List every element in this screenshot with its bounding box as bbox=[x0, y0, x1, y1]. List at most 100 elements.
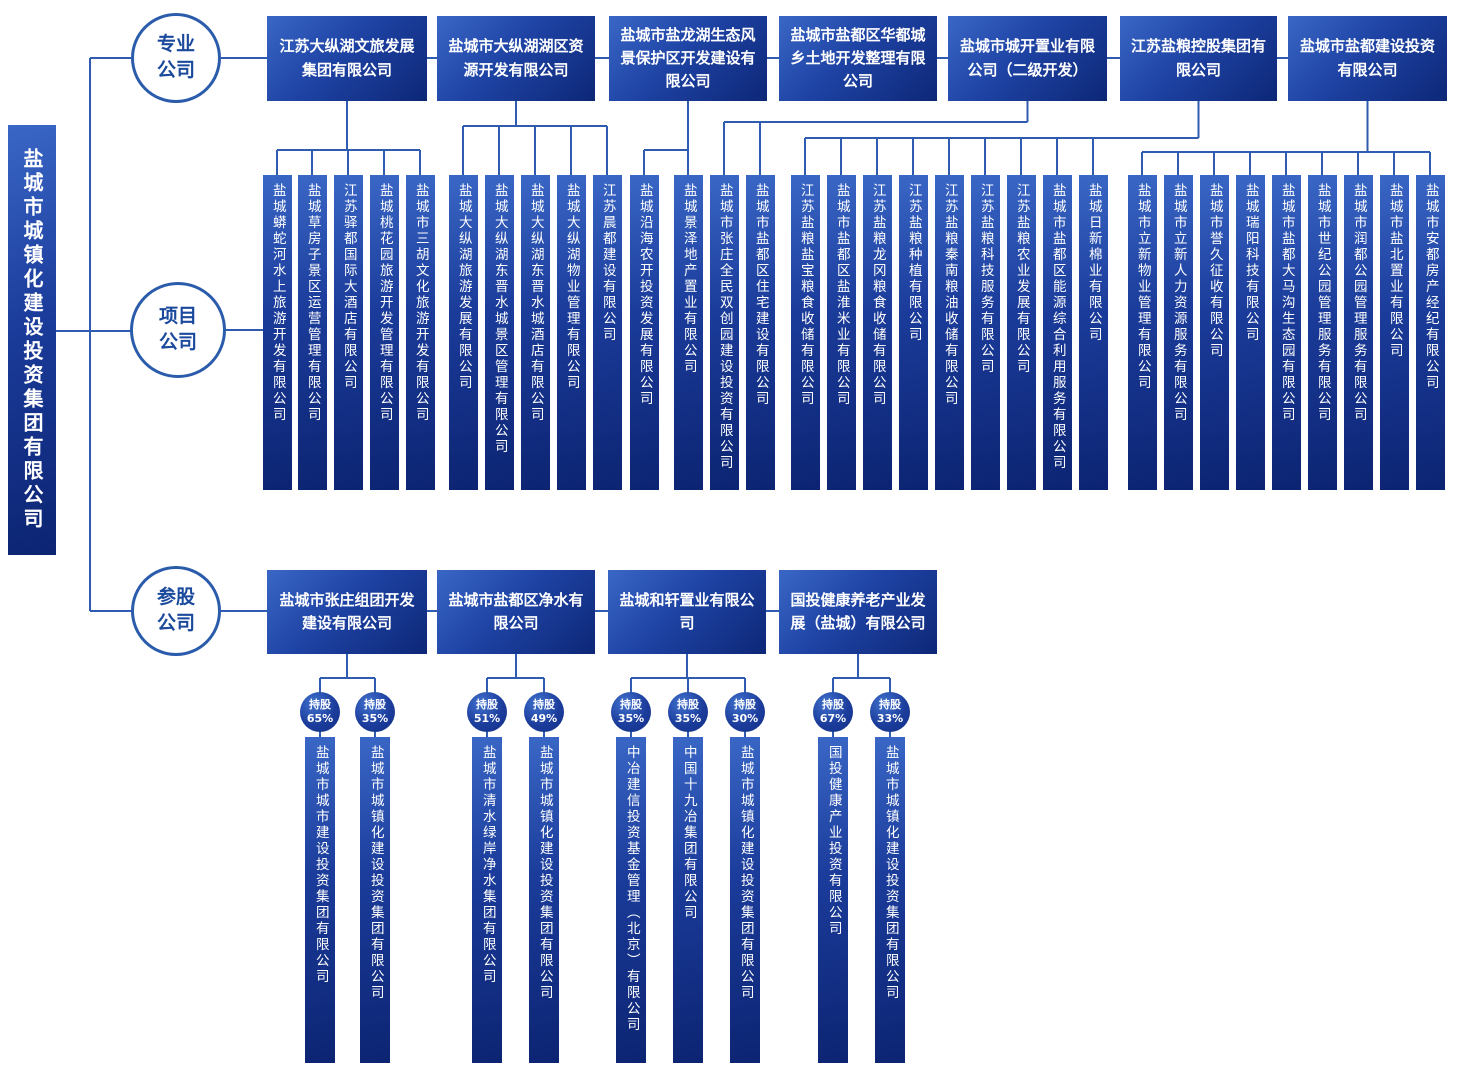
company-name: 盐城草房子景区运营管理有限公司 bbox=[304, 183, 321, 423]
company-name: 江苏驿都国际大酒店有限公司 bbox=[340, 183, 357, 391]
company-name: 盐城市盐都区住宅建设有限公司 bbox=[752, 183, 769, 407]
company-name: 盐城市张庄全民双创园建设投资有限公司 bbox=[716, 183, 733, 471]
company-name: 盐城市城开置业有限公司（二级开发） bbox=[959, 37, 1095, 79]
project-company-bar: 盐城日新棉业有限公司 bbox=[1078, 175, 1108, 490]
company-name: 盐城市盐都区能源综合利用服务有限公司 bbox=[1049, 183, 1066, 471]
project-company-bar: 盐城大纵湖东晋水城景区管理有限公司 bbox=[484, 175, 514, 490]
project-company-bar: 盐城市立新人力资源服务有限公司 bbox=[1163, 175, 1193, 490]
project-company-bar: 盐城桃花园旅游开发管理有限公司 bbox=[369, 175, 399, 490]
project-company-bar: 江苏盐粮种植有限公司 bbox=[898, 175, 928, 490]
shareholder-company-bar: 盐城市城镇化建设投资集团有限公司 bbox=[875, 737, 905, 1063]
connector-path bbox=[56, 57, 1431, 737]
company-name: 盐城市润都公园管理服务有限公司 bbox=[1350, 183, 1367, 423]
stake-prefix: 持股 bbox=[476, 698, 498, 712]
stake-prefix: 持股 bbox=[822, 698, 844, 712]
project-company-bar: 盐城市盐都区盐淮米业有限公司 bbox=[826, 175, 856, 490]
company-name: 盐城市盐都区盐淮米业有限公司 bbox=[833, 183, 850, 407]
company-name: 盐城景泽地产置业有限公司 bbox=[680, 183, 697, 375]
company-name: 盐城市城镇化建设投资集团有限公司 bbox=[536, 745, 553, 1001]
project-company-bar: 盐城大纵湖东晋水城酒店有限公司 bbox=[520, 175, 550, 490]
stake-value: 65% bbox=[306, 712, 334, 725]
stake-prefix: 持股 bbox=[364, 698, 386, 712]
company-name: 江苏晨都建设有限公司 bbox=[599, 183, 616, 343]
project-company-bar: 盐城市立新物业管理有限公司 bbox=[1127, 175, 1157, 490]
stake-value: 49% bbox=[530, 712, 558, 725]
company-name: 江苏盐粮控股集团有限公司 bbox=[1130, 37, 1266, 79]
shareholder-company-bar: 盐城市城镇化建设投资集团有限公司 bbox=[360, 737, 390, 1063]
project-company-bar: 盐城市张庄全民双创园建设投资有限公司 bbox=[709, 175, 739, 490]
company-name: 盐城瑞阳科技有限公司 bbox=[1242, 183, 1259, 343]
project-company-bar: 盐城市誉久征收有限公司 bbox=[1199, 175, 1229, 490]
project-company-bar: 江苏盐粮龙冈粮食收储有限公司 bbox=[862, 175, 892, 490]
project-company-bar: 盐城市盐都区住宅建设有限公司 bbox=[745, 175, 775, 490]
company-name: 盐城沿海农开投资发展有限公司 bbox=[636, 183, 653, 407]
category-circle-professional: 专业公司 bbox=[131, 13, 221, 103]
stake-prefix: 持股 bbox=[734, 698, 756, 712]
company-name: 盐城大纵湖旅游发展有限公司 bbox=[455, 183, 472, 391]
company-name: 盐城市城镇化建设投资集团有限公司 bbox=[737, 745, 754, 1001]
shareholder-company-bar: 盐城市城市建设投资集团有限公司 bbox=[305, 737, 335, 1063]
project-company-bar: 盐城市盐北置业有限公司 bbox=[1379, 175, 1409, 490]
company-name: 盐城市安都房产经纪有限公司 bbox=[1422, 183, 1439, 391]
professional-company-box: 盐城市城开置业有限公司（二级开发） bbox=[948, 16, 1107, 101]
company-name: 盐城日新棉业有限公司 bbox=[1085, 183, 1102, 343]
company-name: 盐城市立新人力资源服务有限公司 bbox=[1170, 183, 1187, 423]
shareholding-company-box: 国投健康养老产业发展（盐城）有限公司 bbox=[779, 570, 937, 654]
professional-company-box: 江苏大纵湖文旅发展集团有限公司 bbox=[267, 16, 427, 101]
project-company-bar: 江苏晨都建设有限公司 bbox=[592, 175, 622, 490]
stake-value: 67% bbox=[819, 712, 847, 725]
company-name: 盐城市大纵湖湖区资源开发有限公司 bbox=[448, 37, 584, 79]
company-name: 中冶建信投资基金管理（北京）有限公司 bbox=[623, 745, 640, 1033]
professional-company-box: 盐城市盐都区华都城乡土地开发整理有限公司 bbox=[779, 16, 937, 101]
stake-value: 35% bbox=[617, 712, 645, 725]
professional-company-box: 盐城市盐都建设投资有限公司 bbox=[1288, 16, 1447, 101]
category-label: 参股公司 bbox=[156, 586, 195, 634]
company-name: 盐城大纵湖东晋水城酒店有限公司 bbox=[527, 183, 544, 423]
project-company-bar: 盐城市世纪公园管理服务有限公司 bbox=[1307, 175, 1337, 490]
company-name: 盐城市盐北置业有限公司 bbox=[1386, 183, 1403, 359]
company-name: 盐城市三胡文化旅游开发有限公司 bbox=[412, 183, 429, 423]
project-company-bar: 盐城大纵湖旅游发展有限公司 bbox=[448, 175, 478, 490]
category-label: 项目公司 bbox=[158, 305, 197, 353]
project-company-bar: 江苏盐粮秦南粮油收储有限公司 bbox=[934, 175, 964, 490]
company-name: 盐城市盐都大马沟生态园有限公司 bbox=[1278, 183, 1295, 423]
company-name: 江苏盐粮龙冈粮食收储有限公司 bbox=[869, 183, 886, 407]
company-name: 江苏盐粮秦南粮油收储有限公司 bbox=[941, 183, 958, 407]
company-name: 盐城市城市建设投资集团有限公司 bbox=[312, 745, 329, 985]
root-company-box: 盐城市城镇化建设投资集团有限公司 bbox=[8, 125, 56, 555]
company-name: 盐城市清水绿岸净水集团有限公司 bbox=[479, 745, 496, 985]
company-name: 盐城大纵湖物业管理有限公司 bbox=[563, 183, 580, 391]
company-name: 国投健康产业投资有限公司 bbox=[825, 745, 842, 937]
company-name: 盐城市誉久征收有限公司 bbox=[1206, 183, 1223, 359]
company-name: 国投健康养老产业发展（盐城）有限公司 bbox=[790, 590, 926, 632]
project-company-bar: 江苏驿都国际大酒店有限公司 bbox=[333, 175, 363, 490]
company-name: 盐城市立新物业管理有限公司 bbox=[1134, 183, 1151, 391]
company-name: 盐城市盐都建设投资有限公司 bbox=[1299, 37, 1435, 79]
company-name: 盐城市张庄组团开发建设有限公司 bbox=[279, 590, 415, 632]
shareholder-company-bar: 盐城市城镇化建设投资集团有限公司 bbox=[529, 737, 559, 1063]
stake-value: 35% bbox=[674, 712, 702, 725]
company-name: 盐城大纵湖东晋水城景区管理有限公司 bbox=[491, 183, 508, 455]
company-name: 盐城市盐龙湖生态风景保护区开发建设有限公司 bbox=[620, 25, 756, 91]
stake-prefix: 持股 bbox=[620, 698, 642, 712]
professional-company-box: 盐城市大纵湖湖区资源开发有限公司 bbox=[437, 16, 595, 101]
company-name: 江苏盐粮盐宝粮食收储有限公司 bbox=[797, 183, 814, 407]
project-company-bar: 盐城市盐都区能源综合利用服务有限公司 bbox=[1042, 175, 1072, 490]
stake-value: 51% bbox=[473, 712, 501, 725]
project-company-bar: 盐城景泽地产置业有限公司 bbox=[673, 175, 703, 490]
company-name: 江苏盐粮农业发展有限公司 bbox=[1013, 183, 1030, 375]
stake-prefix: 持股 bbox=[677, 698, 699, 712]
company-name: 盐城市城镇化建设投资集团有限公司 bbox=[367, 745, 384, 1001]
professional-company-box: 盐城市盐龙湖生态风景保护区开发建设有限公司 bbox=[609, 16, 767, 101]
company-name: 江苏盐粮科技服务有限公司 bbox=[977, 183, 994, 375]
shareholder-company-bar: 盐城市清水绿岸净水集团有限公司 bbox=[472, 737, 502, 1063]
project-company-bar: 江苏盐粮科技服务有限公司 bbox=[970, 175, 1000, 490]
project-company-bar: 盐城沿海农开投资发展有限公司 bbox=[629, 175, 659, 490]
category-label: 专业公司 bbox=[156, 33, 195, 81]
